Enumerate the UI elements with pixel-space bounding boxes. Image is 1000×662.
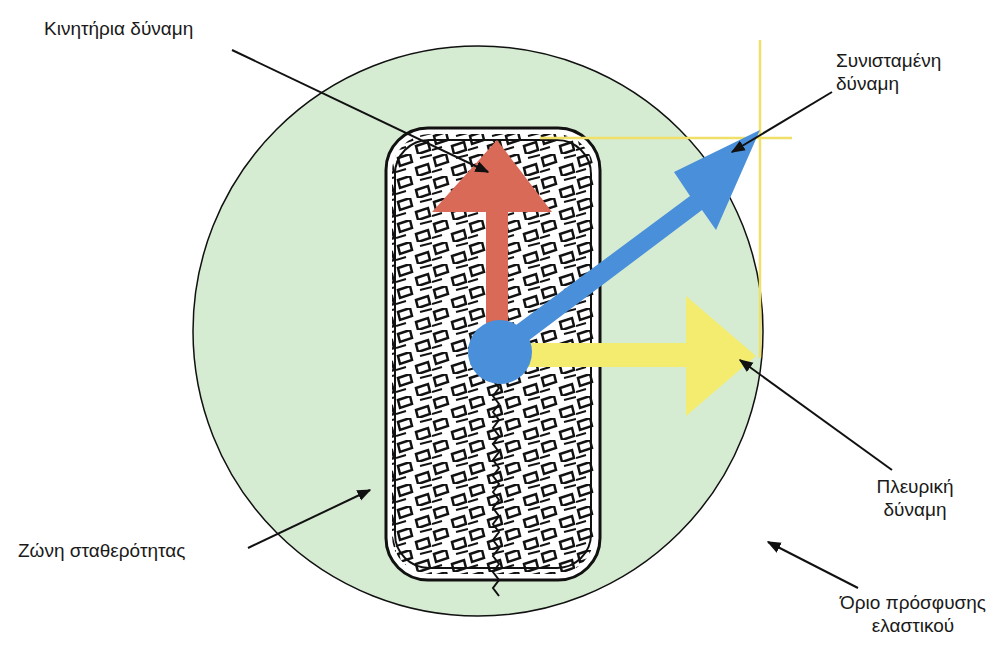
leader-line bbox=[248, 490, 370, 548]
leader-line bbox=[768, 542, 858, 588]
limit-label: Όριο πρόσφυσης ελαστικού bbox=[838, 592, 988, 638]
force-label: Πλευρική δύναμη bbox=[860, 476, 970, 522]
force-label: Κινητήρια δύναμη bbox=[44, 18, 193, 41]
leader-line bbox=[740, 360, 892, 470]
leader-line bbox=[232, 50, 488, 172]
force-label: Συνισταμένη δύναμη bbox=[836, 50, 966, 96]
hub-dot bbox=[468, 320, 532, 384]
leader-line bbox=[732, 92, 832, 152]
resultant-force-arrow bbox=[496, 130, 760, 356]
grip-limit-circle bbox=[193, 46, 763, 616]
construction-line bbox=[759, 40, 762, 358]
zone-label: Ζώνη σταθερότητας bbox=[18, 540, 185, 563]
